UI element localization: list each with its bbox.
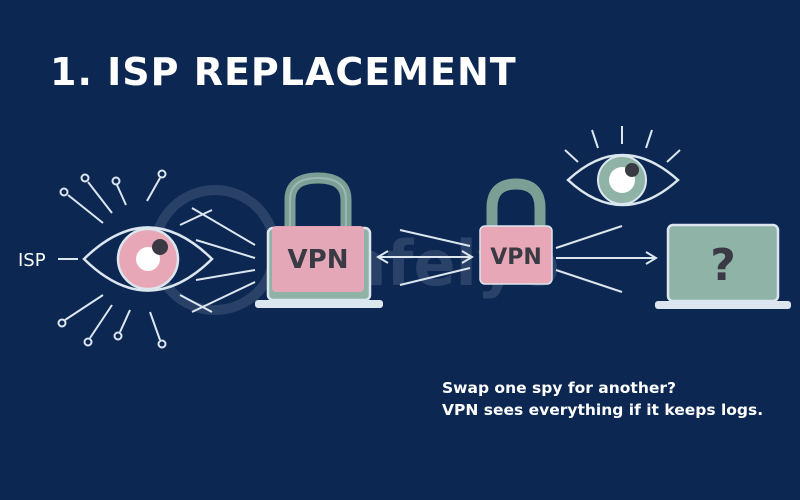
vpn-laptop-label: VPN — [288, 245, 349, 275]
laptop-lock-shackle — [284, 172, 352, 226]
vpn-padlock-label: VPN — [490, 245, 542, 270]
unknown-laptop-icon: ? — [655, 223, 791, 309]
double-arrow-icon — [376, 229, 474, 286]
watching-eye-icon — [564, 126, 681, 207]
eye-to-vpn-rays — [191, 207, 256, 313]
eye-rays — [57, 169, 213, 349]
padlock-body — [479, 225, 553, 285]
question-mark-icon: ? — [710, 240, 736, 291]
laptop-base — [255, 300, 383, 308]
caption-line-1: Swap one spy for another? — [442, 379, 677, 397]
padlock-shackle — [486, 178, 546, 228]
laptop-lock-body — [272, 226, 364, 292]
vpn-laptop-icon: VPN — [255, 172, 383, 308]
vpn-padlock-icon: VPN — [479, 178, 553, 285]
caption: Swap one spy for another? VPN sees every… — [442, 377, 763, 421]
isp-eye-icon — [57, 169, 214, 349]
vpn-to-laptop-arrows — [555, 225, 658, 293]
isp-label: ISP — [18, 250, 46, 271]
unknown-laptop-base — [655, 301, 791, 309]
page-title: 1. ISP REPLACEMENT — [50, 50, 517, 94]
caption-line-2: VPN sees everything if it keeps logs. — [442, 401, 764, 419]
